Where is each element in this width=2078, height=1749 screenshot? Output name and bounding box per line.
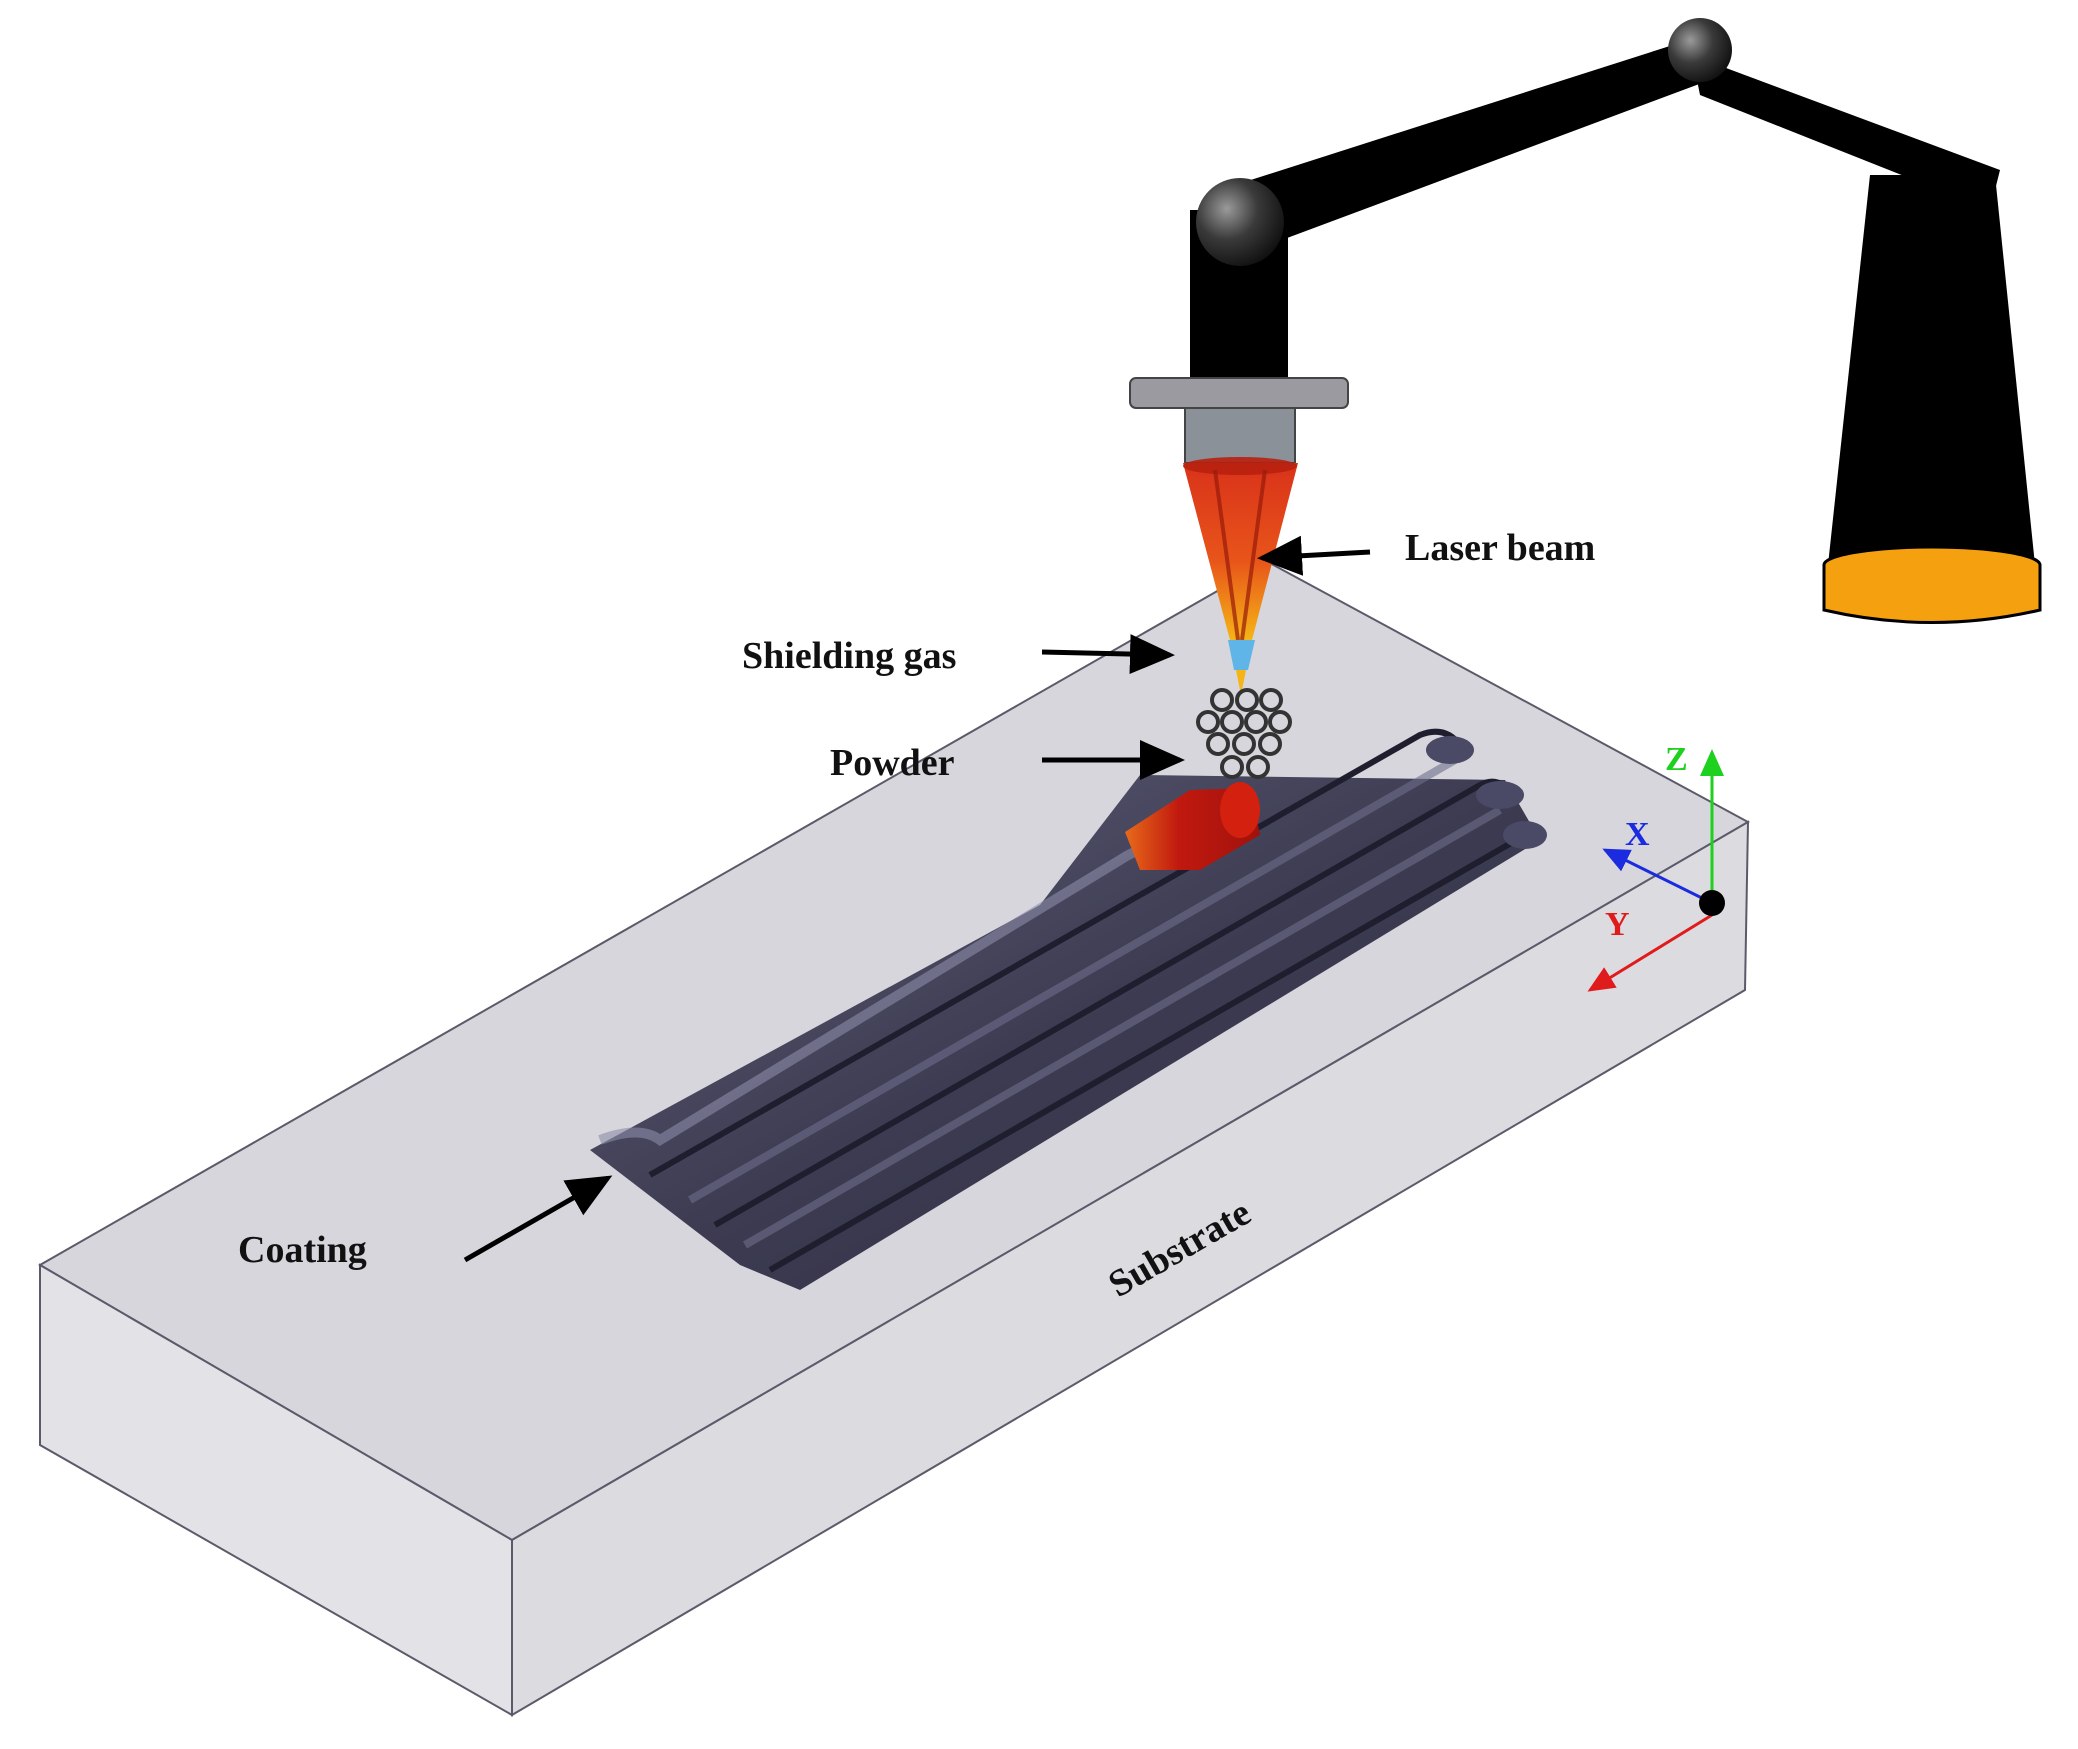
shielding-gas-label: Shielding gas (742, 635, 956, 677)
coating-end-cap (1503, 821, 1547, 849)
shoulder-joint (1196, 178, 1284, 266)
arm-forearm-link (1690, 45, 2000, 210)
powder-particle (1246, 755, 1270, 779)
substrate-right-face (511, 820, 1750, 1717)
beam-focus (1236, 670, 1246, 695)
coating-bead (768, 832, 1527, 1273)
laser-ray (1240, 469, 1267, 641)
powder-particles (1196, 688, 1292, 779)
coating-bead (743, 806, 1502, 1249)
arm-upper-link (1235, 38, 1710, 250)
laser-cone (1183, 463, 1298, 640)
arm-base-tower (1828, 175, 2035, 565)
coating-label: Coating (238, 1229, 367, 1271)
powder-particle (1206, 732, 1230, 756)
shielding-gas-jet (1228, 640, 1255, 670)
elbow-joint (1668, 18, 1732, 82)
powder-particle (1196, 710, 1220, 734)
powder-label: Powder (830, 742, 955, 784)
powder-particle (1220, 755, 1244, 779)
powder-particle (1244, 710, 1268, 734)
coating-end-cap (1426, 736, 1474, 764)
laser-beam-arrow (1257, 535, 1371, 576)
powder-particle (1232, 732, 1256, 756)
laser-cone-top (1183, 457, 1297, 475)
powder-particle (1210, 688, 1234, 712)
laser-ray (1213, 469, 1240, 641)
flange-plate (1129, 377, 1349, 409)
lamp-base-rim (1822, 565, 2042, 624)
coating-tracks (590, 728, 1547, 1290)
robot-arm (1190, 18, 2042, 624)
coating-end-cap (1476, 781, 1524, 809)
y-axis-label: Y (1605, 906, 1630, 943)
y-axis (1587, 913, 1713, 992)
coating-bead (688, 756, 1457, 1204)
coating-arrow (463, 1175, 613, 1263)
melt-pool-cap (1220, 782, 1260, 838)
axis-origin (1699, 890, 1725, 916)
x-axis (1602, 848, 1713, 905)
nozzle-collar (1184, 407, 1296, 464)
powder-particle (1258, 732, 1282, 756)
powder-particle (1235, 688, 1259, 712)
laser-beam-label: Laser beam (1405, 527, 1595, 569)
laser-head (1129, 377, 1349, 695)
powder-particle (1220, 710, 1244, 734)
shielding-gas-arrow (1041, 634, 1175, 675)
coordinate-axes: Z X Y (1587, 741, 1725, 992)
z-axis-label: Z (1665, 741, 1688, 778)
x-axis-label: X (1625, 816, 1650, 853)
powder-particle (1268, 710, 1292, 734)
powder-particle (1259, 688, 1283, 712)
